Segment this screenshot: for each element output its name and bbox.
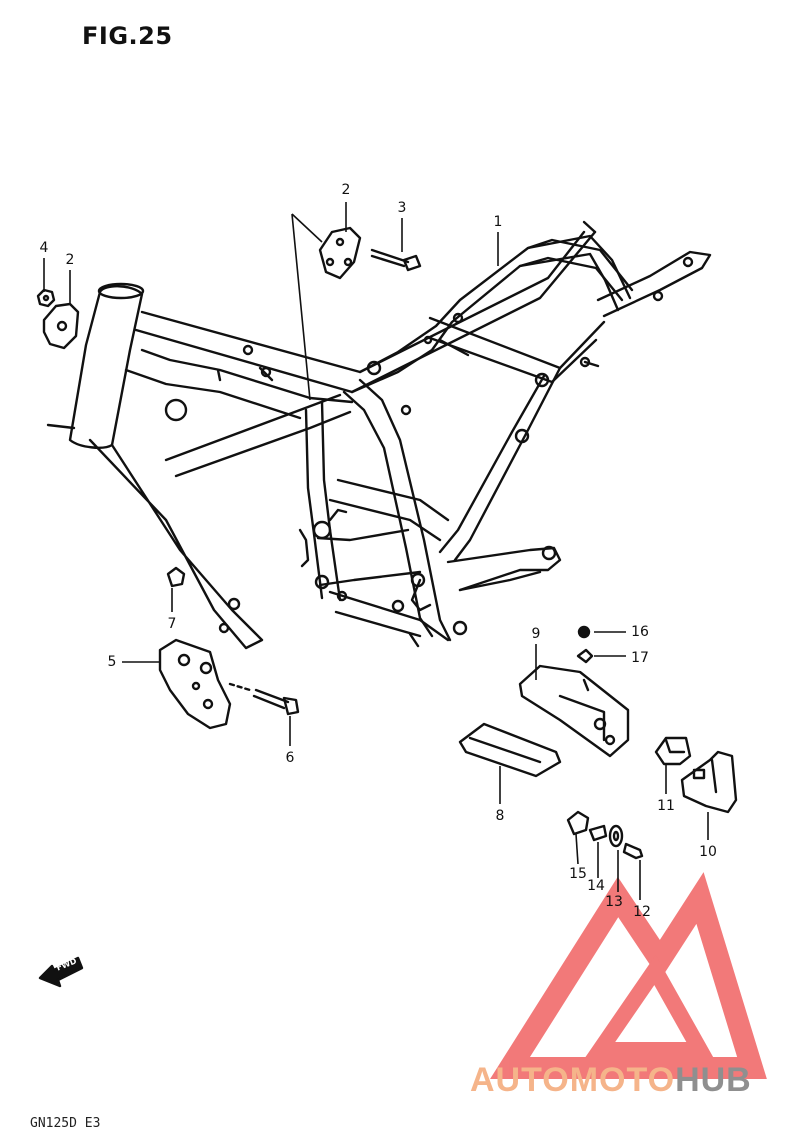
- clamp-11: [654, 736, 692, 766]
- bolt-6: [228, 682, 300, 716]
- callout-17: 17: [631, 650, 649, 666]
- callout-14: 14: [587, 878, 605, 894]
- callout-6: 6: [285, 750, 295, 766]
- leader-lines: [43, 202, 709, 900]
- engine-mount-plate-upper: [318, 226, 362, 280]
- callout-3: 3: [397, 200, 407, 216]
- washer-17: [576, 648, 594, 664]
- callout-16: 16: [631, 624, 649, 640]
- watermark-text-part1: AUTOMOTO: [470, 1061, 676, 1099]
- callout-2-left: 2: [65, 252, 75, 268]
- engine-mount-plate-left: [42, 302, 80, 350]
- callout-1: 1: [493, 214, 503, 230]
- watermark-text-part2: HUB: [675, 1061, 752, 1099]
- figure-title: FIG.25: [82, 22, 173, 50]
- callout-10: 10: [699, 844, 717, 860]
- screw-12: [622, 842, 644, 860]
- watermark-logo: [490, 872, 767, 1079]
- model-code: GN125D E3: [30, 1116, 101, 1131]
- cushion-15: [566, 810, 590, 836]
- nut-16: [577, 625, 591, 639]
- bracket-5: [158, 638, 232, 730]
- nut-4: [36, 288, 56, 308]
- callout-7: 7: [167, 616, 177, 632]
- callout-11: 11: [657, 798, 675, 814]
- main-frame: [46, 220, 712, 650]
- callout-2-upper: 2: [341, 182, 351, 198]
- bracket-10: [680, 750, 738, 814]
- callout-13: 13: [605, 894, 623, 910]
- callout-15: 15: [569, 866, 587, 882]
- callout-5: 5: [107, 654, 117, 670]
- bolt-3: [370, 248, 422, 272]
- callout-9: 9: [531, 626, 541, 642]
- cover-8: [458, 722, 562, 778]
- watermark-text: AUTOMOTOHUB: [470, 1063, 752, 1097]
- callout-8: 8: [495, 808, 505, 824]
- callout-4: 4: [39, 240, 49, 256]
- tray-9: [518, 664, 630, 758]
- washer-13: [608, 824, 624, 848]
- callout-12: 12: [633, 904, 651, 920]
- spacer-14: [588, 824, 608, 842]
- fwd-arrow-icon: [38, 956, 84, 988]
- washer-7: [166, 566, 186, 588]
